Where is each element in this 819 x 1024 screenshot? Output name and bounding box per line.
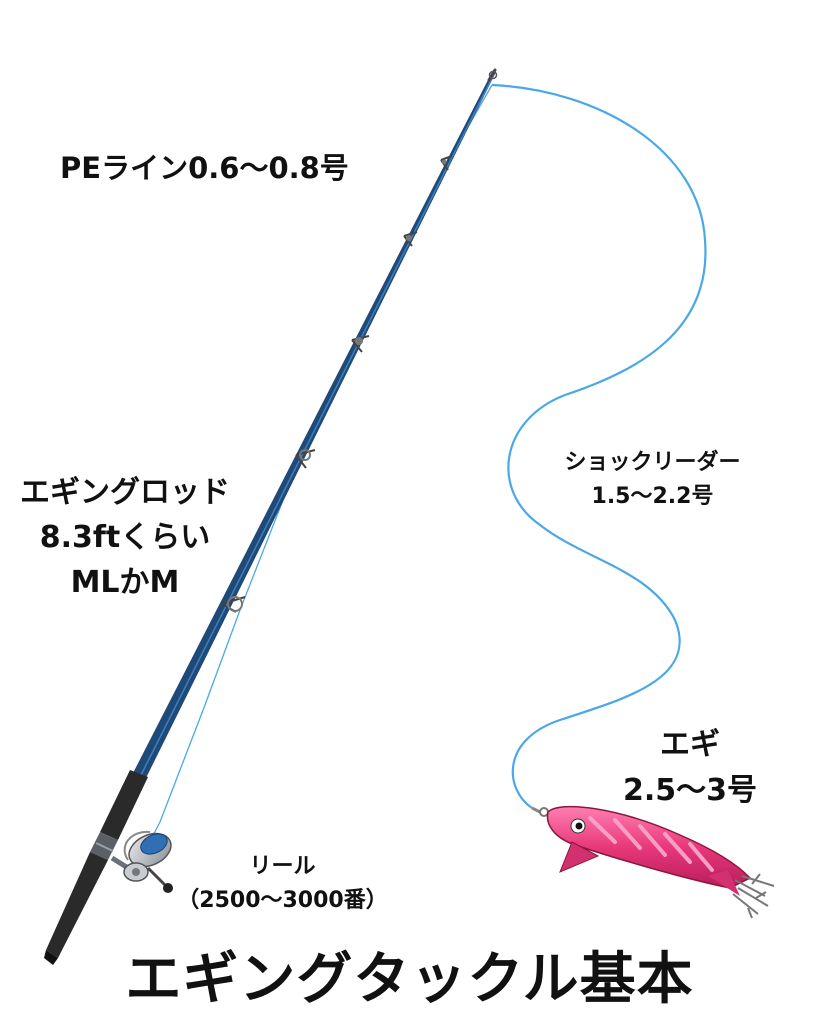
egi-label-line1: エギ bbox=[660, 727, 720, 762]
rod-label-line2: 8.3ftくらい bbox=[39, 520, 211, 555]
reel-label-line2: （2500〜3000番） bbox=[177, 888, 388, 913]
leader-label-line1: ショックリーダー bbox=[564, 450, 741, 475]
pe-line-text: PEライン0.6〜0.8号 bbox=[60, 151, 349, 185]
fishing-line bbox=[491, 83, 707, 809]
page-title: エギングタックル基本 bbox=[0, 940, 819, 1020]
reel-label-line1: リール bbox=[249, 854, 316, 879]
leader-label: ショックリーダー 1.5〜2.2号 bbox=[535, 446, 770, 514]
pe-line-label: PEライン0.6〜0.8号 bbox=[60, 150, 349, 188]
squid-jig-icon bbox=[531, 805, 775, 919]
rod-label-line1: エギングロッド bbox=[20, 475, 230, 510]
spinning-reel-icon bbox=[110, 830, 173, 893]
reel-label: リール （2500〜3000番） bbox=[170, 850, 395, 918]
rod-label-line3: MLかM bbox=[70, 565, 180, 600]
egi-label-line2: 2.5〜3号 bbox=[622, 773, 758, 808]
leader-label-line2: 1.5〜2.2号 bbox=[591, 484, 714, 509]
rod-label: エギングロッド 8.3ftくらい MLかM bbox=[0, 470, 250, 605]
egi-label: エギ 2.5〜3号 bbox=[600, 722, 780, 814]
rod-line bbox=[147, 84, 493, 846]
page-title-text: エギングタックル基本 bbox=[125, 947, 694, 1012]
fishing-rod-icon bbox=[44, 68, 498, 965]
